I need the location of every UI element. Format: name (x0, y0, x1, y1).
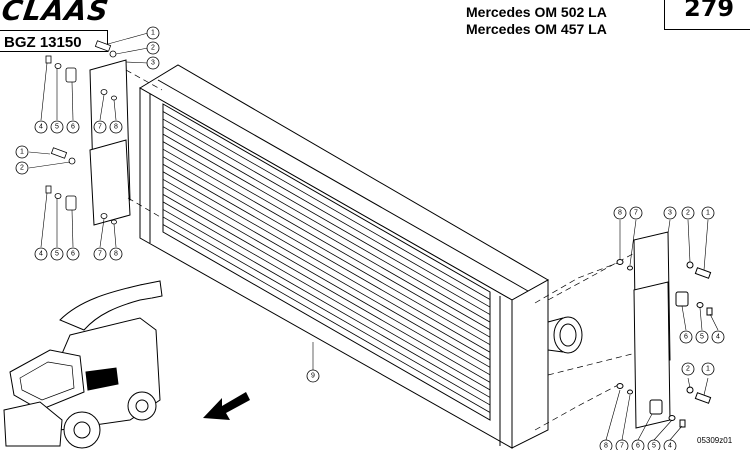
fin-line (162, 163, 491, 353)
fin-line (162, 201, 491, 391)
callout-8: 8 (613, 206, 627, 220)
svg-text:1: 1 (706, 210, 710, 217)
svg-text:7: 7 (634, 210, 638, 217)
svg-text:1: 1 (151, 30, 155, 37)
callout-6: 6 (66, 247, 80, 261)
right-bracket (616, 231, 713, 429)
callout-7: 7 (93, 120, 107, 134)
svg-text:8: 8 (114, 251, 118, 258)
svg-text:6: 6 (71, 124, 75, 131)
svg-text:4: 4 (39, 124, 43, 131)
callout-6: 6 (679, 330, 693, 344)
page-number-frame (664, 0, 750, 30)
fin-line (162, 194, 491, 383)
drawing-reference: 05309z01 (697, 436, 733, 445)
document-code: BGZ 13150 (4, 34, 82, 51)
engine-line-1: Mercedes OM 502 LA (466, 4, 607, 20)
svg-text:5: 5 (55, 251, 59, 258)
fin-line (162, 126, 491, 315)
svg-text:3: 3 (668, 210, 672, 217)
fin-line (162, 118, 491, 308)
radiator-core (139, 64, 550, 449)
callout-2: 2 (15, 161, 29, 175)
callout-4: 4 (34, 247, 48, 261)
harvester-illustration (3, 280, 163, 449)
callout-5: 5 (50, 247, 64, 261)
callout-2: 2 (681, 362, 695, 376)
fin-line (162, 209, 491, 398)
callout-4: 4 (34, 120, 48, 134)
fin-line (162, 178, 491, 368)
callout-3: 3 (663, 206, 677, 220)
svg-text:9: 9 (311, 373, 315, 380)
svg-text:2: 2 (20, 165, 24, 172)
callout-1: 1 (701, 206, 715, 220)
left-bracket-upper (45, 40, 131, 226)
guide-lines (125, 69, 641, 431)
svg-text:2: 2 (686, 366, 690, 373)
outlet-pipe (547, 316, 583, 354)
svg-text:4: 4 (39, 251, 43, 258)
callout-1: 1 (146, 26, 160, 40)
svg-text:5: 5 (55, 124, 59, 131)
header-code-frame (0, 30, 108, 52)
svg-text:2: 2 (686, 210, 690, 217)
callout-2: 2 (681, 206, 695, 220)
radiator-fins (162, 111, 491, 413)
callout-1: 1 (15, 145, 29, 159)
svg-text:8: 8 (618, 210, 622, 217)
callout-8: 8 (109, 120, 123, 134)
svg-text:4: 4 (668, 443, 672, 450)
svg-text:4: 4 (716, 334, 720, 341)
svg-text:7: 7 (98, 251, 102, 258)
fin-line (162, 111, 491, 300)
callout-9: 9 (306, 369, 320, 383)
svg-text:6: 6 (684, 334, 688, 341)
fin-line (162, 133, 491, 323)
fin-line (162, 141, 491, 330)
callout-5: 5 (695, 330, 709, 344)
fin-line (162, 156, 491, 346)
svg-text:1: 1 (20, 149, 24, 156)
fin-line (162, 171, 491, 361)
svg-text:7: 7 (620, 443, 624, 450)
callout-group: 1 2 3 4 5 6 7 8 1 2 4 5 6 7 8 9 8 7 3 2 … (15, 26, 725, 450)
callout-5: 5 (647, 439, 661, 450)
fin-line (162, 186, 491, 376)
svg-text:2: 2 (151, 45, 155, 52)
callout-7: 7 (629, 206, 643, 220)
callout-7: 7 (93, 247, 107, 261)
callout-6: 6 (66, 120, 80, 134)
engine-line-2: Mercedes OM 457 LA (466, 21, 607, 37)
fin-line (162, 216, 491, 406)
svg-text:6: 6 (71, 251, 75, 258)
svg-text:1: 1 (706, 366, 710, 373)
engine-title-block: Mercedes OM 502 LA Mercedes OM 457 LA (466, 4, 607, 38)
svg-text:6: 6 (636, 443, 640, 450)
callout-2: 2 (146, 41, 160, 55)
leader-lines-right (605, 219, 719, 441)
fin-line (162, 224, 491, 413)
callout-7: 7 (615, 439, 629, 450)
callout-6: 6 (631, 439, 645, 450)
page-number: 279 (684, 0, 735, 22)
callout-3: 3 (146, 56, 160, 70)
callout-8: 8 (599, 439, 613, 450)
fin-line (162, 148, 491, 338)
svg-text:5: 5 (652, 443, 656, 450)
callout-1: 1 (701, 362, 715, 376)
callout-4: 4 (663, 439, 677, 450)
svg-text:5: 5 (700, 334, 704, 341)
svg-text:7: 7 (98, 124, 102, 131)
leader-lines-left (28, 32, 314, 370)
svg-text:8: 8 (604, 443, 608, 450)
callout-4: 4 (711, 330, 725, 344)
svg-text:8: 8 (114, 124, 118, 131)
svg-text:3: 3 (151, 60, 155, 67)
callout-8: 8 (109, 247, 123, 261)
callout-5: 5 (50, 120, 64, 134)
direction-arrow (203, 392, 250, 420)
